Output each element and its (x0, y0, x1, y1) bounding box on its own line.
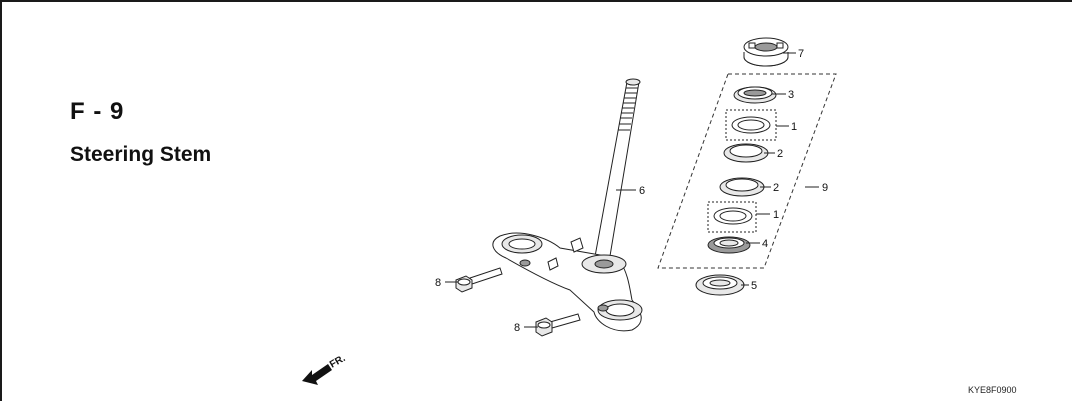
flange-bolt-lower (535, 313, 581, 337)
steel-ball-set-upper (725, 109, 777, 141)
section-title: Steering Stem (70, 143, 212, 166)
callout-1-lower: 1 (773, 209, 779, 221)
flange-bolt-upper (455, 267, 503, 293)
callout-8-upper: 8 (435, 277, 441, 289)
dust-seal (695, 274, 745, 296)
callout-3: 3 (788, 89, 794, 101)
group-outline-9 (657, 73, 837, 269)
callout-2-lower: 2 (773, 182, 779, 194)
callout-1-upper: 1 (791, 121, 797, 133)
callout-6: 6 (639, 185, 645, 197)
callout-2-upper: 2 (777, 148, 783, 160)
ball-race-lower (719, 177, 765, 197)
steel-ball-set-lower (707, 201, 757, 233)
callout-7: 7 (798, 48, 804, 60)
section-code: F - 9 (70, 98, 125, 125)
leader-lines (445, 52, 819, 328)
front-direction-arrow-icon (302, 364, 332, 385)
callout-5: 5 (751, 280, 757, 292)
callout-8-lower: 8 (514, 322, 520, 334)
bottom-cone-race (707, 236, 751, 254)
callout-9: 9 (822, 182, 828, 194)
callout-4: 4 (762, 238, 768, 250)
steering-stem-lock-nut (743, 37, 789, 67)
front-direction-label: FR. (328, 353, 348, 371)
diagram-reference-code: KYE8F0900 (968, 385, 1017, 395)
top-cone-race (733, 86, 777, 104)
steering-stem-part (492, 78, 643, 332)
ball-race-upper (723, 143, 769, 163)
